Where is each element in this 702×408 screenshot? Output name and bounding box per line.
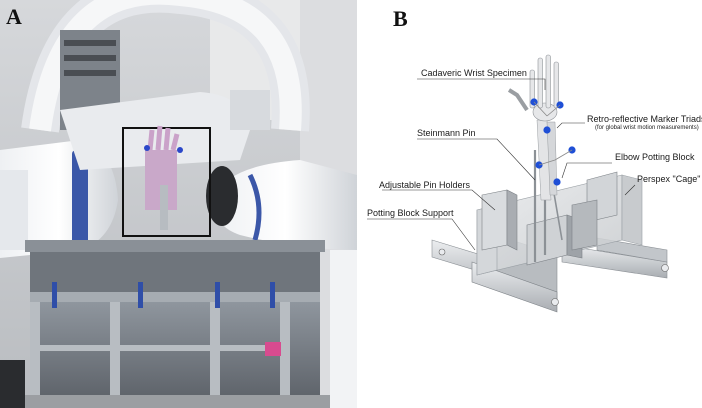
label-perspex-cage: Perspex "Cage" xyxy=(637,174,701,184)
label-marker-triads: Retro-reflective Marker Triads xyxy=(587,114,702,124)
hand-skeleton xyxy=(507,54,559,122)
pin-holder-blocks xyxy=(481,171,618,266)
label-specimen: Cadaveric Wrist Specimen xyxy=(421,68,527,78)
diagram-panel-b: B xyxy=(357,0,702,408)
apparatus-drawing xyxy=(367,54,669,313)
label-steinmann-pin: Steinmann Pin xyxy=(417,128,476,138)
forearm-bones xyxy=(536,119,558,201)
label-marker-triads-note: (for global wrist motion measurements) xyxy=(595,125,699,131)
marker-ball xyxy=(543,126,551,134)
marker-ball xyxy=(553,178,561,186)
panel-b-letter: B xyxy=(393,6,408,31)
label-block-support: Potting Block Support xyxy=(367,208,454,218)
panel-a-letter: A xyxy=(6,4,22,29)
marker-triads xyxy=(530,98,576,186)
lab-setup-photo xyxy=(0,0,357,408)
photo-panel-a: A xyxy=(0,0,357,408)
leader-lines xyxy=(367,78,636,251)
label-pin-holders: Adjustable Pin Holders xyxy=(379,180,471,190)
label-elbow-block: Elbow Potting Block xyxy=(615,152,695,162)
